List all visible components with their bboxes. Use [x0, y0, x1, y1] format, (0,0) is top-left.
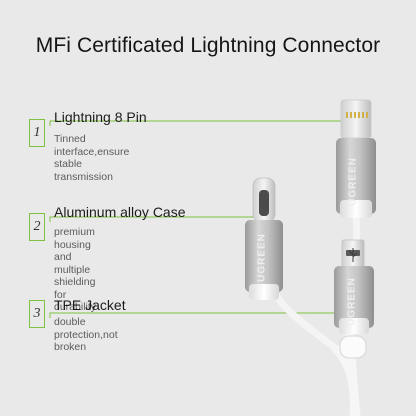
feature-number: 3 [29, 300, 45, 328]
feature-number: 2 [29, 213, 45, 241]
feature-number: 1 [29, 119, 45, 147]
brand-logo: UGREEN [346, 277, 358, 326]
lightning-connector [336, 99, 376, 218]
usb-symbol-icon [348, 248, 358, 262]
usb-c-connector [245, 177, 283, 300]
micro-usb-connector [334, 239, 374, 334]
brand-logo: UGREEN [256, 233, 268, 282]
feature-title: Lightning 8 Pin [54, 109, 147, 125]
feature-description-line: premium housing and multiple [54, 226, 95, 276]
feature-description-line: transmission [54, 170, 113, 183]
feature-title: TPE Jacket [54, 297, 126, 313]
feature-description-line: double protection,not broken [54, 316, 118, 353]
feature-description-line: Tinned interface,ensure stable [54, 133, 130, 170]
page-title: MFi Certificated Lightning Connector [35, 34, 381, 57]
feature-title: Aluminum alloy Case [54, 204, 186, 220]
feature-description: double protection,not broken [54, 316, 118, 354]
brand-logo: UGREEN [347, 157, 359, 206]
feature-description: Tinned interface,ensure stable transmiss… [54, 133, 129, 183]
feature-description-line: shielding for durability [54, 276, 97, 313]
feature-description: premium housing and multiple shielding f… [54, 226, 96, 314]
